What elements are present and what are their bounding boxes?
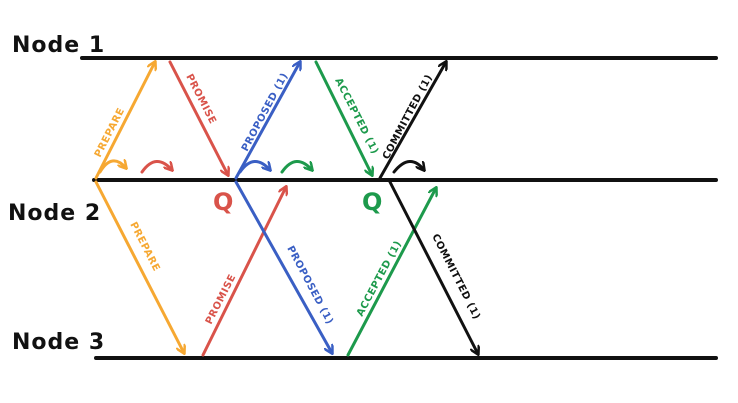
commit-self-loop — [392, 160, 424, 174]
commit-up-label: COMMITTED (1) — [381, 73, 435, 162]
accept-quorum-mark: Q — [362, 188, 382, 216]
prepare-arrow-to-node-1 — [94, 62, 155, 180]
accept-self-loop — [280, 160, 312, 174]
promise-quorum-mark: Q — [213, 188, 233, 216]
propose-self-loop — [238, 160, 270, 174]
propose-arrow-to-node-1 — [234, 62, 300, 180]
node-3-label: Node 3 — [12, 330, 105, 355]
prepare-self-loop — [98, 161, 126, 174]
promise-self-loop — [140, 160, 172, 174]
promise-arrow-node-1-to-node-2 — [168, 60, 228, 175]
commit-arrow-to-node-3 — [388, 180, 478, 354]
accept-up-label: ACCEPTED (1) — [355, 239, 404, 318]
propose-up-label: PROPOSED (1) — [240, 71, 291, 153]
accept-arrow-node-3-to-node-2 — [346, 188, 436, 357]
promise-arrow-node-3-to-node-2 — [201, 187, 286, 357]
commit-arrow-to-node-1 — [378, 62, 446, 180]
accept-arrow-node-1-to-node-2 — [314, 60, 372, 175]
prepare-arrow-to-node-3 — [94, 180, 184, 353]
node-1-label: Node 1 — [12, 33, 105, 58]
prepare-down-label: PREPARE — [127, 220, 161, 273]
propose-arrow-to-node-3 — [234, 180, 332, 353]
node-2-label: Node 2 — [8, 201, 101, 226]
